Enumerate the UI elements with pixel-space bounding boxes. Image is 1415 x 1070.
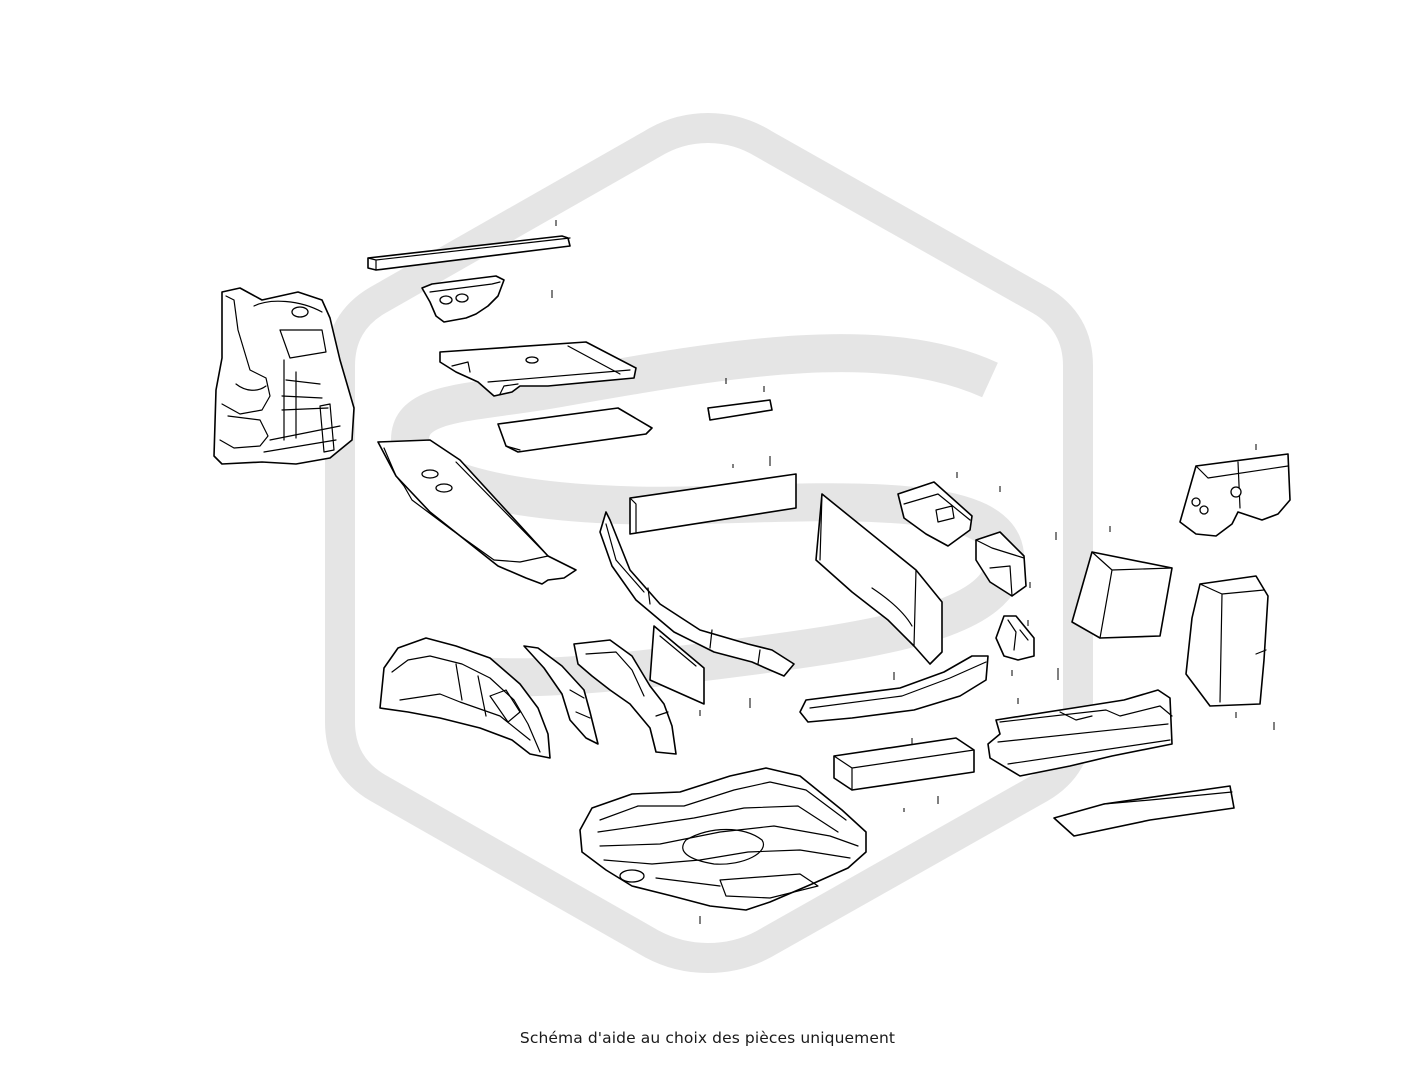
part-floor-panel-top[interactable] [439, 341, 637, 397]
part-board-center[interactable] [629, 473, 797, 535]
exploded-parts-diagram [213, 112, 1291, 974]
part-box-right[interactable] [1071, 551, 1173, 639]
part-bracket-top[interactable] [421, 275, 505, 323]
part-angled-panel-center[interactable] [815, 493, 943, 665]
part-small-panel-center[interactable] [649, 625, 705, 705]
part-arch-trim-2[interactable] [573, 639, 677, 755]
part-bracket-far-right[interactable] [1179, 453, 1291, 537]
part-rail-right[interactable] [987, 689, 1173, 777]
part-wheelarch-left[interactable] [379, 637, 551, 759]
part-curved-panel-center[interactable] [599, 511, 795, 677]
part-pad-top[interactable] [497, 407, 653, 453]
part-small-block-top[interactable] [707, 399, 773, 421]
part-strip-top[interactable] [367, 235, 571, 271]
diagram-caption: Schéma d'aide au choix des pièces unique… [519, 1029, 896, 1047]
part-arch-trim-1[interactable] [523, 645, 599, 745]
watermark-hexagon [325, 112, 1093, 974]
part-box-bottom-center[interactable] [833, 737, 975, 791]
part-block-mid-right[interactable] [975, 531, 1027, 597]
part-wheelarch-block-right[interactable] [1185, 575, 1269, 707]
part-clip-mid-right[interactable] [995, 615, 1035, 661]
part-strip-bottom-right[interactable] [1053, 785, 1235, 837]
part-floor-tray-bottom[interactable] [579, 767, 867, 911]
part-bracket-mid-right[interactable] [897, 481, 973, 547]
reference-ticks [551, 220, 1275, 924]
part-sill-trim-center[interactable] [799, 655, 989, 723]
part-long-shield-left[interactable] [377, 439, 577, 585]
part-bulkhead-left[interactable] [213, 287, 355, 465]
